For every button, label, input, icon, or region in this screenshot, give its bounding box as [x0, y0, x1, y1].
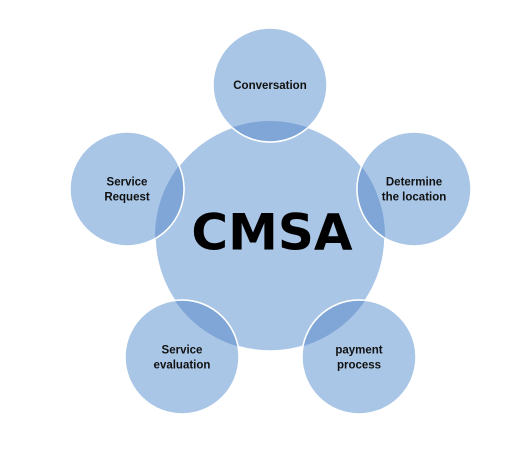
node-label-line: Service [107, 177, 148, 189]
node-label-line: Request [104, 192, 150, 204]
node-label-line: payment [335, 345, 382, 357]
node-label-line: Service [162, 345, 203, 357]
node-label-service-evaluation: Service evaluation [154, 345, 211, 372]
node-label-line: the location [382, 192, 447, 204]
node-overlap-service-evaluation [155, 299, 240, 351]
node-overlap-payment-process [301, 299, 385, 351]
node-label-line: evaluation [154, 360, 211, 372]
center-label: CMSA [191, 204, 352, 262]
node-label-line: Determine [386, 177, 442, 189]
node-label-payment-process: payment process [335, 345, 382, 372]
node-label-determine-location: Determine the location [382, 177, 447, 204]
node-overlap-determine-location [356, 131, 385, 247]
node-label-line: Conversation [233, 80, 307, 92]
node-label-line: process [337, 360, 381, 372]
node-label-conversation: Conversation [233, 80, 307, 92]
node-overlap-conversation [212, 121, 328, 143]
